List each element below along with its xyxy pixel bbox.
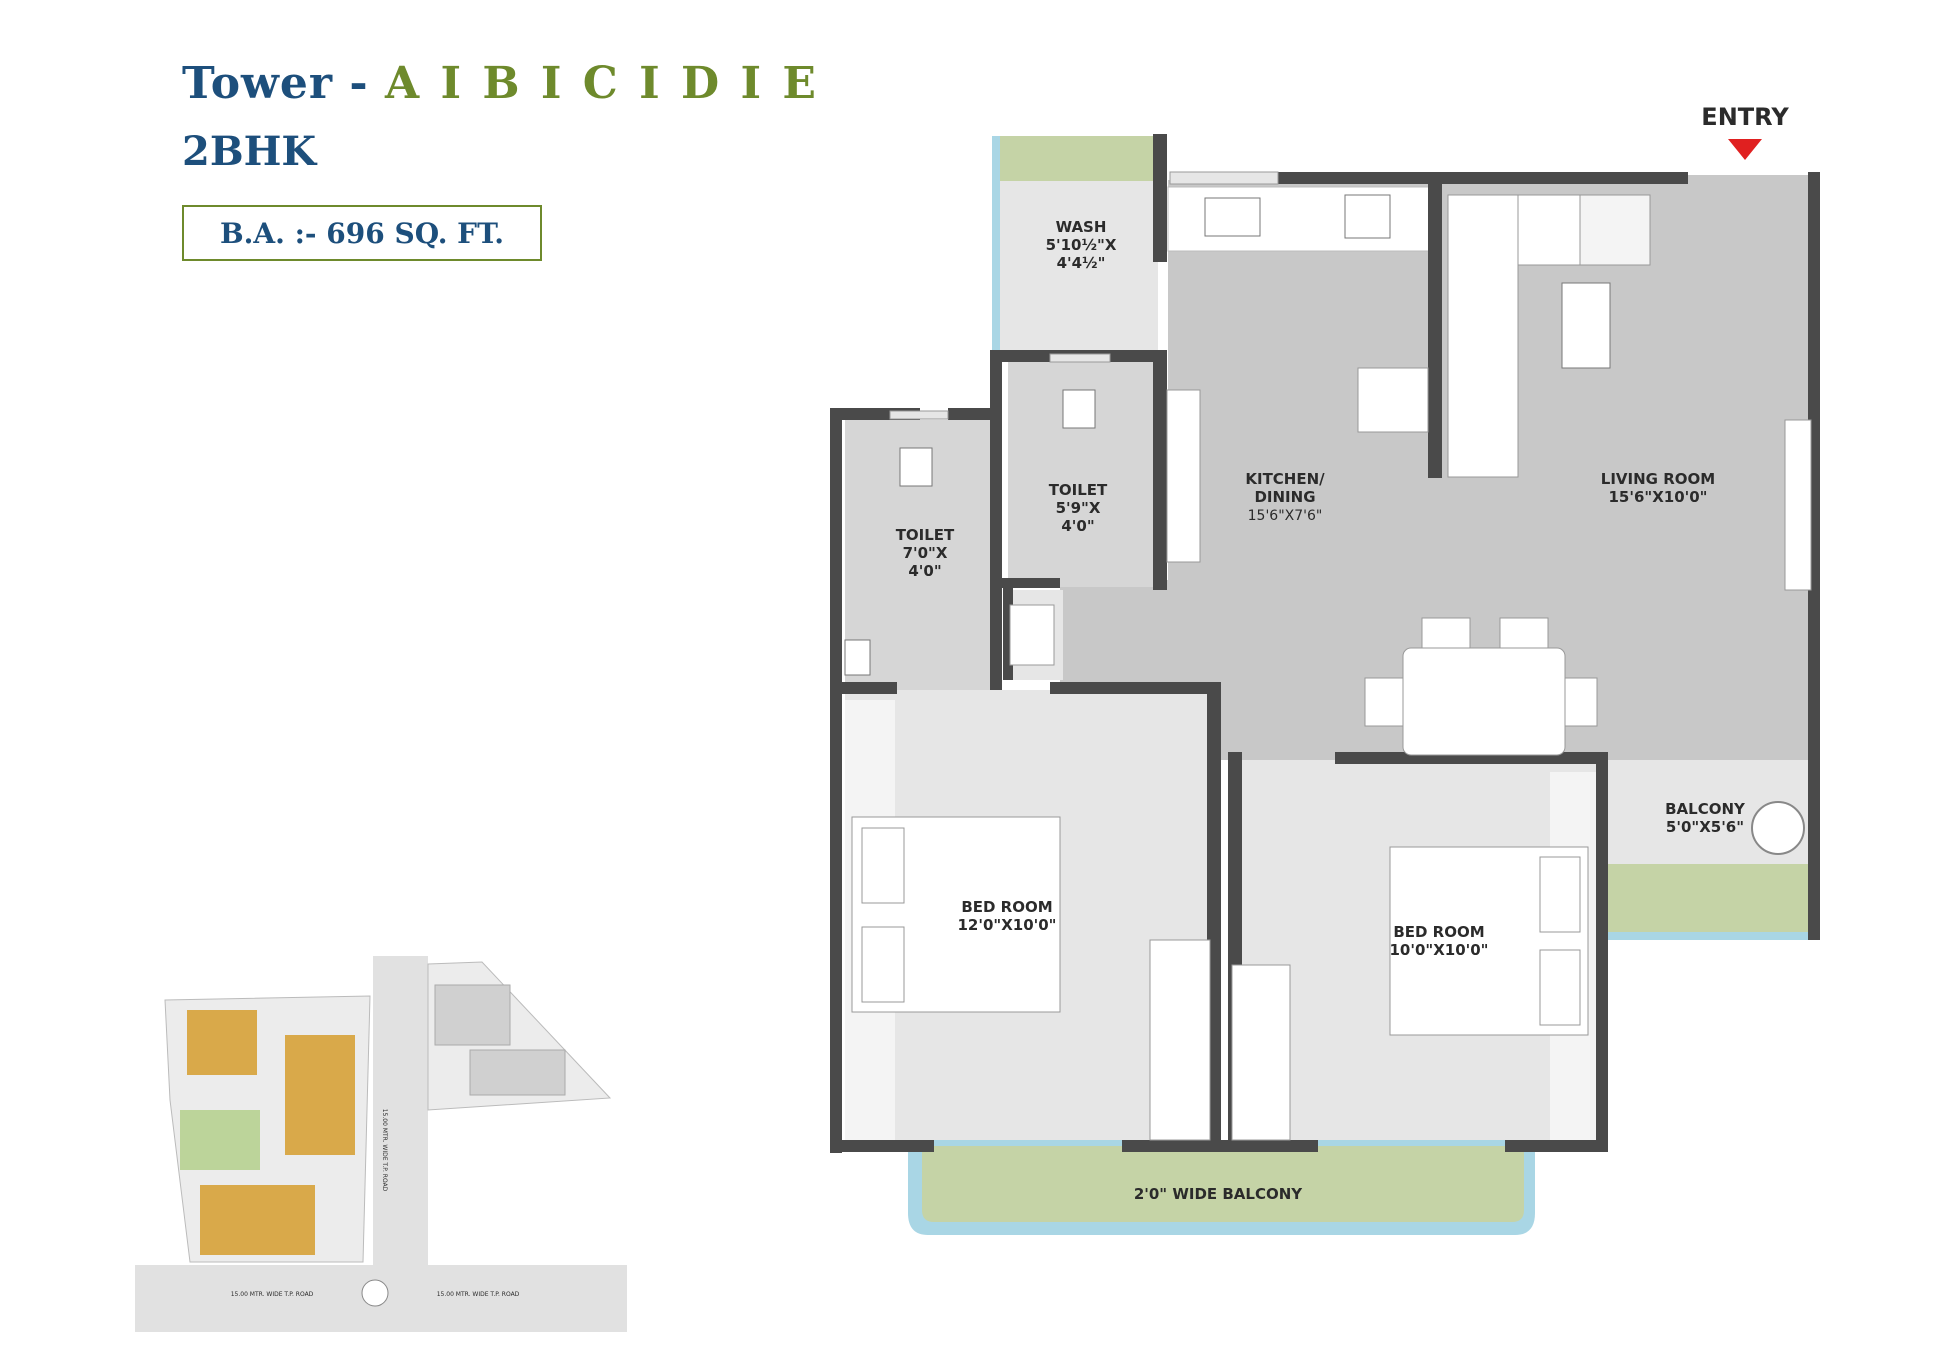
toilet2-dim1: 5'9"X bbox=[1056, 499, 1101, 517]
entry-label: ENTRY bbox=[1701, 103, 1789, 131]
balcony-green bbox=[1608, 862, 1814, 934]
site-building-gold bbox=[285, 1035, 355, 1155]
tower-list: A I B I C I D I E bbox=[385, 58, 819, 109]
unit-type: 2BHK bbox=[182, 128, 317, 175]
site-building-gold bbox=[187, 1010, 257, 1075]
built-area-label: B.A. :- 696 SQ. FT. bbox=[219, 216, 505, 250]
balcony-label: BALCONY bbox=[1665, 800, 1746, 818]
wide-balcony-label: 2'0" WIDE BALCONY bbox=[1134, 1185, 1303, 1203]
dining-chair bbox=[1564, 677, 1598, 727]
sink-icon bbox=[1204, 197, 1261, 237]
living-dim: 15'6"X10'0" bbox=[1608, 488, 1707, 506]
wash-balcony-green bbox=[992, 136, 1158, 181]
bed1-pillow bbox=[861, 827, 905, 904]
fridge-icon bbox=[1357, 367, 1429, 433]
dining-chair bbox=[1421, 617, 1471, 649]
site-road-vertical bbox=[373, 956, 428, 1268]
wash-basin-icon bbox=[844, 639, 871, 676]
wide-balcony-green bbox=[922, 1146, 1524, 1222]
wash-floor bbox=[1000, 181, 1158, 351]
tower-title: Tower - A I B I C I D I E bbox=[182, 58, 819, 109]
toilet2-window bbox=[1049, 353, 1111, 363]
balcony-dim: 5'0"X5'6" bbox=[1666, 818, 1744, 836]
tv-unit bbox=[1784, 419, 1812, 591]
stove-icon bbox=[1344, 194, 1391, 239]
walls bbox=[830, 134, 1820, 1153]
wash-label: WASH bbox=[1056, 218, 1107, 236]
armchair bbox=[1579, 194, 1651, 266]
wash-dim2: 4'4½" bbox=[1057, 254, 1106, 272]
dining-table bbox=[1402, 647, 1566, 756]
wash-balcony-edge bbox=[992, 136, 1000, 352]
toilet1-window bbox=[889, 410, 949, 420]
wash-dim1: 5'10½"X bbox=[1046, 236, 1117, 254]
toilet1-dim2: 4'0" bbox=[908, 562, 941, 580]
toilet1-dim1: 7'0"X bbox=[903, 544, 948, 562]
wash-window bbox=[1169, 171, 1279, 185]
site-building-gold bbox=[200, 1185, 315, 1255]
tower-prefix: Tower - bbox=[182, 58, 385, 109]
site-building-grey bbox=[434, 984, 511, 1046]
sofa-side bbox=[1447, 194, 1519, 478]
site-roundabout bbox=[361, 1279, 389, 1307]
bed1-dim: 12'0"X10'0" bbox=[957, 916, 1056, 934]
site-building-grey bbox=[469, 1049, 566, 1096]
wc-icon bbox=[1062, 389, 1096, 429]
kitchen-label-1: KITCHEN/ bbox=[1245, 470, 1325, 488]
coffee-table bbox=[1561, 282, 1611, 369]
kitchen-label-2: DINING bbox=[1254, 488, 1315, 506]
wc-icon bbox=[899, 447, 933, 487]
toilet2-dim2: 4'0" bbox=[1061, 517, 1094, 535]
bed1-wardrobe bbox=[1149, 939, 1211, 1141]
toilet2-label: TOILET bbox=[1049, 481, 1108, 499]
bed2-wardrobe bbox=[1231, 964, 1291, 1141]
shower-tray bbox=[1009, 604, 1055, 666]
entry-arrow-icon bbox=[1728, 139, 1762, 160]
site-road-label-right: 15.00 MTR. WIDE T.P. ROAD bbox=[437, 1291, 520, 1298]
living-label: LIVING ROOM bbox=[1601, 470, 1715, 488]
bed2-pillow bbox=[1539, 856, 1581, 933]
dining-chair bbox=[1364, 677, 1404, 727]
bed2-dim: 10'0"X10'0" bbox=[1389, 941, 1488, 959]
bed1-label: BED ROOM bbox=[961, 898, 1052, 916]
toilet1-label: TOILET bbox=[896, 526, 955, 544]
built-area-box: B.A. :- 696 SQ. FT. bbox=[182, 205, 542, 261]
site-road-label-left: 15.00 MTR. WIDE T.P. ROAD bbox=[231, 1291, 314, 1298]
site-road-label-vertical: 15.00 MTR. WIDE T.P. ROAD bbox=[381, 1109, 388, 1192]
kitchen-dim: 15'6"X7'6" bbox=[1248, 508, 1323, 524]
bed1-pillow bbox=[861, 926, 905, 1003]
bed2-pillow bbox=[1539, 949, 1581, 1026]
site-garden bbox=[180, 1110, 260, 1170]
kitchen-cabinet bbox=[1166, 389, 1201, 563]
bed2-label: BED ROOM bbox=[1393, 923, 1484, 941]
balcony-blue-edge bbox=[1608, 932, 1814, 940]
dining-chair bbox=[1499, 617, 1549, 649]
plant-pot-icon bbox=[1751, 801, 1805, 855]
site-plan: 15.00 MTR. WIDE T.P. ROAD 15.00 MTR. WID… bbox=[135, 956, 627, 1332]
